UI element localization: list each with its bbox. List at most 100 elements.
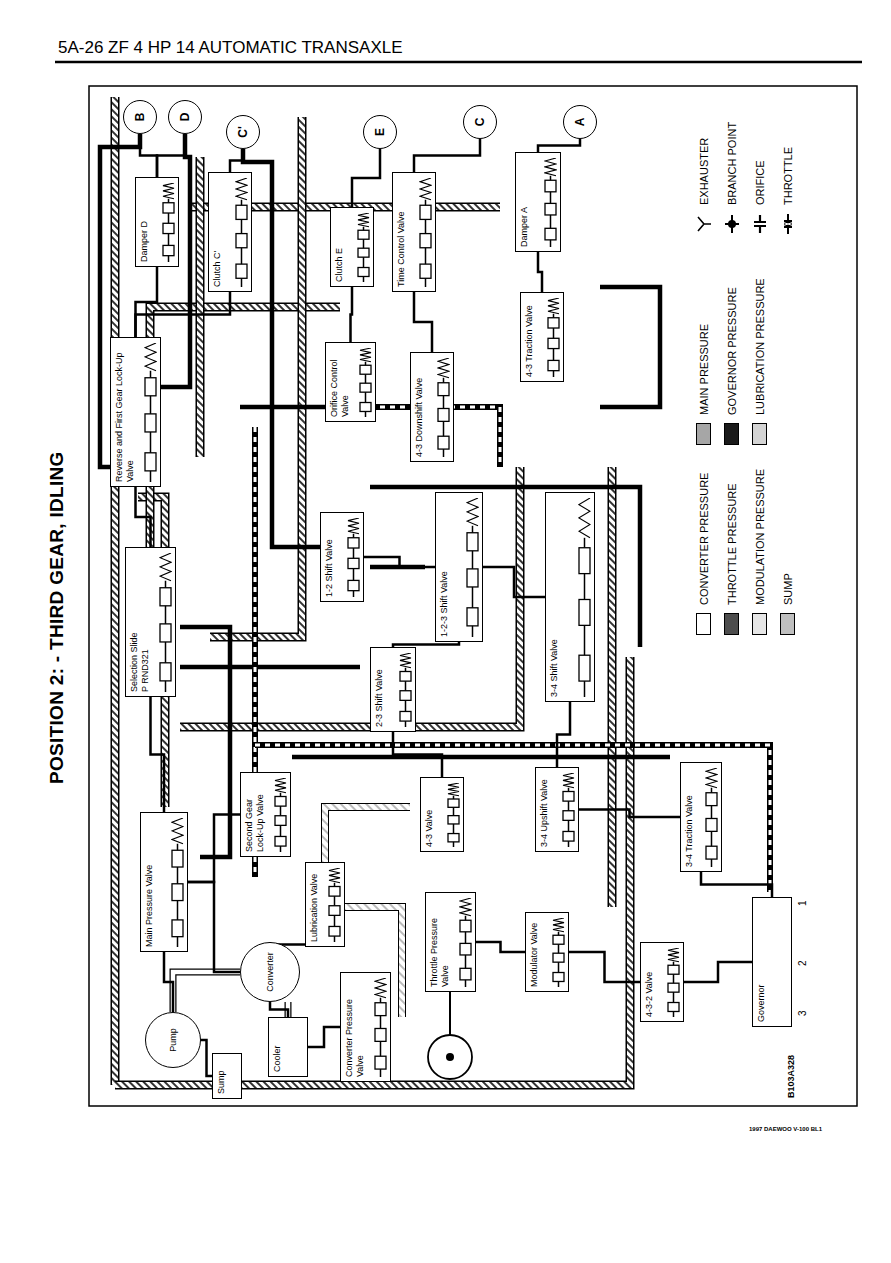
hydraulic-line — [538, 139, 580, 152]
valve-spool — [544, 158, 557, 247]
legend-entry: THROTTLE PRESSURE — [723, 481, 740, 637]
component-label: 4-3 Downshift Valve — [414, 357, 425, 457]
component-label: 1-2 Shift Valve — [324, 517, 335, 597]
valve-body: Modulator Valve — [525, 912, 569, 992]
valve-spool — [347, 518, 360, 597]
valve-body: 4-3 Valve — [420, 777, 464, 852]
valve-body: 1-2 Shift Valve — [320, 512, 364, 602]
legend-entry: LUBRICATION PRESSURE — [751, 276, 768, 447]
legend-text: THROTTLE — [782, 147, 794, 205]
legend-symbol — [752, 213, 768, 235]
connection-circle: D — [168, 100, 202, 134]
valve-body: Time Control Valve — [392, 172, 436, 292]
valve-body: 4-3-2 Valve — [640, 942, 684, 1022]
page-header: 5A-26 ZF 4 HP 14 AUTOMATIC TRANSAXLE — [57, 38, 404, 58]
hydraulic-line — [483, 567, 545, 597]
valve-spool — [552, 918, 565, 987]
legend-swatch — [696, 613, 711, 635]
component-label: 4-3 Valve — [424, 782, 435, 847]
hydraulic-line — [140, 134, 157, 177]
legend-entry: THROTTLE — [779, 145, 797, 237]
governor-channel — [255, 745, 770, 892]
black-channel — [600, 287, 660, 407]
connection-circle: A — [563, 105, 597, 139]
valve-body: Clutch E — [330, 207, 374, 287]
valve-body: Main Pressure Valve — [140, 812, 188, 952]
valve-body: Damper A — [515, 152, 561, 252]
component-label: Clutch C' — [212, 177, 223, 287]
component-label: Modulator Valve — [529, 917, 540, 987]
hydraulic-line — [270, 1002, 288, 1017]
component-label: Clutch E — [334, 212, 345, 282]
legend-symbol — [696, 213, 712, 235]
lubrication-channel — [325, 807, 410, 862]
component-label: Second Gear Lock-Up Valve — [244, 777, 266, 852]
hydraulic-line — [230, 149, 243, 172]
component-label: E — [373, 128, 387, 136]
valve-spool — [357, 213, 370, 282]
legend-text: MODULATION PRESSURE — [754, 469, 766, 605]
hydraulic-line — [188, 882, 240, 972]
legend-entry: MAIN PRESSURE — [695, 322, 712, 447]
legend-text: MAIN PRESSURE — [698, 324, 710, 415]
valve-body: 3-4 Upshift Valve — [535, 767, 579, 852]
valve-body: 1-2-3 Shift Valve — [435, 492, 483, 642]
hydraulic-line — [351, 287, 353, 342]
component-label: C' — [236, 126, 250, 138]
hydraulic-line — [151, 697, 165, 812]
component-label: Reverse and First Gear Lock-Up Valve — [114, 342, 136, 482]
figure-code: B103A328 — [786, 1054, 796, 1099]
main-channel — [150, 307, 340, 547]
figure-code-text: B103A328 — [786, 1055, 796, 1098]
black-channel — [180, 665, 360, 670]
hydraulic-line — [164, 952, 173, 1012]
valve-spool — [562, 773, 575, 847]
valve-spool — [162, 183, 175, 262]
component-label: Time Control Valve — [396, 177, 407, 287]
valve-body: Throttle Pressure Valve — [425, 892, 476, 992]
component-label: Governor — [756, 902, 767, 1022]
main-channel — [197, 157, 203, 457]
legend-text: GOVERNOR PRESSURE — [726, 287, 738, 415]
legend-text: LUBRICATION PRESSURE — [754, 278, 766, 415]
callout-number-text: 1 — [797, 900, 808, 906]
legend-swatch — [696, 423, 711, 445]
legend-text: BRANCH POINT — [726, 122, 738, 205]
component-label: 3-4 Shift Valve — [549, 497, 560, 697]
valve-body: Second Gear Lock-Up Valve — [240, 772, 291, 857]
valve-body: Orifice Control Valve — [325, 342, 376, 422]
hydraulic-line — [201, 1040, 212, 1076]
valve-body: 3-4 Shift Valve — [545, 492, 595, 702]
hydraulic-line — [308, 1027, 340, 1047]
component-box: Cooler — [268, 1017, 308, 1077]
valve-body: Converter Pressure Valve — [340, 972, 391, 1082]
component-label: Damper A — [519, 157, 530, 247]
valve-spool — [437, 358, 450, 457]
main-channel — [112, 97, 118, 1085]
component-label: Converter — [265, 952, 276, 992]
component-box: Governor — [752, 897, 792, 1027]
main-channel — [608, 467, 617, 907]
hydraulic-line — [393, 732, 442, 777]
component-label: Orifice Control Valve — [329, 347, 351, 417]
valve-body: 4-3 Downshift Valve — [410, 352, 454, 462]
footer-note-text: 1997 DAEWOO V-100 BL1 — [749, 1126, 822, 1132]
legend-symbol — [780, 213, 796, 235]
hydraulic-line — [414, 292, 432, 352]
callout-number: 2 — [797, 959, 808, 967]
valve-spool — [705, 768, 718, 867]
hydraulic-line — [569, 952, 640, 982]
legend-swatch — [780, 613, 795, 635]
component-label: 3-4 Upshift Valve — [539, 772, 550, 847]
valve-spool — [235, 178, 248, 287]
valve-body: 4-3 Traction Valve — [520, 292, 564, 382]
valve-spool — [274, 778, 287, 852]
valve-body: Clutch C' — [208, 172, 252, 292]
hydraulic-line — [136, 487, 151, 547]
component-label: Converter Pressure Valve — [344, 977, 366, 1077]
component-label: 4-3-2 Valve — [644, 947, 655, 1017]
round-component: Pump — [145, 1012, 201, 1068]
footer-note: 1997 DAEWOO V-100 BL1 — [748, 1126, 823, 1132]
position-marks: P RND321 — [140, 552, 151, 692]
lubrication-channel — [325, 807, 410, 862]
